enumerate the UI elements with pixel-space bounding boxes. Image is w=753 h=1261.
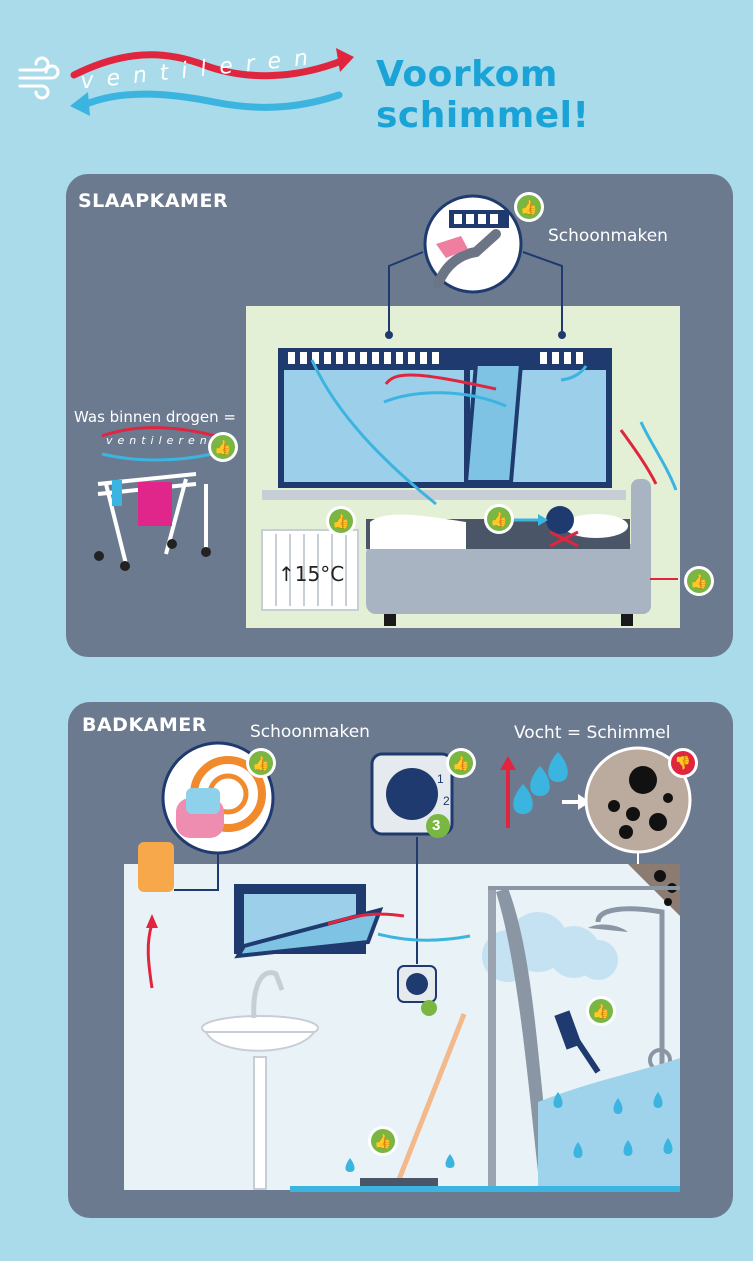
vacuum-hose [433,229,501,289]
mop-head [360,1178,438,1186]
dial-label-0: 0 [395,772,402,786]
dial-icon [386,768,438,820]
dial-label-1: 1 [437,772,444,786]
sink [201,1015,319,1190]
humidity-drops [513,752,568,814]
window-airflow-red [327,912,405,926]
mite-icon [546,506,574,534]
bed-headboard [631,479,651,614]
slaapkamer-illustration [94,194,680,628]
wall-fan-unit [138,842,174,892]
mop-handle [395,1013,467,1183]
window-airflow-blue [377,932,471,942]
thumbs-up-icon: 👍 [368,1126,398,1156]
connector-left [388,251,424,334]
faucet [251,970,285,1019]
thumbs-up-icon: 👍 [446,748,476,778]
window-sill [262,490,626,500]
dial-label-2: 2 [443,794,450,808]
wall-airflow-blue [639,421,678,491]
thumbs-up-icon: 👍 [326,506,356,536]
page-title: Voorkom schimmel! [376,54,590,136]
thumbs-up-icon: 👍 [586,996,616,1026]
hand [436,236,468,258]
badkamer-clean-label: Schoonmaken [250,722,370,742]
radiator-temp: ↑15°C [278,562,345,586]
blue-airflow-arrow [80,90,343,111]
sponge [186,788,220,814]
shower-water [538,1058,680,1190]
pillow [564,514,628,538]
slaapkamer-title: SLAAPKAMER [78,190,229,212]
thumbs-up-icon: 👍 [484,504,514,534]
thumbs-up-icon: 👍 [514,192,544,222]
fan-airflow-arrow [146,923,154,989]
dial-step: 3 [432,817,441,834]
airflow-in-red [384,373,497,391]
window-pane-left [284,370,464,482]
shower-curtain [496,888,552,1172]
blanket [370,514,466,549]
shower-icon [595,906,665,1072]
wind-icon [18,56,60,100]
radiator [261,529,359,611]
bed [366,544,650,614]
badkamer-title: BADKAMER [82,714,207,736]
connector-right [522,251,563,334]
slaapkamer-clean-label: Schoonmaken [548,226,668,246]
thumbs-up-icon: 👍 [208,432,238,462]
shirt [138,482,172,526]
drying-label: Was binnen drogen = [74,408,236,426]
thumbs-up-icon: 👍 [246,748,276,778]
airflow-diagonal [310,359,437,506]
ventileren-logo [18,48,354,116]
open-window [463,362,524,484]
badkamer-illustration [124,741,692,1192]
airflow-out-blue [383,391,507,408]
moisture-label: Vocht = Schimmel [514,723,671,743]
red-airflow-arrow [70,51,348,80]
thumbs-up-icon: 👍 [684,566,714,596]
sock [112,480,122,506]
wall-airflow-red [619,429,658,485]
drying-word: ventileren [106,434,212,447]
thumbs-down-icon: 👎 [668,748,698,778]
